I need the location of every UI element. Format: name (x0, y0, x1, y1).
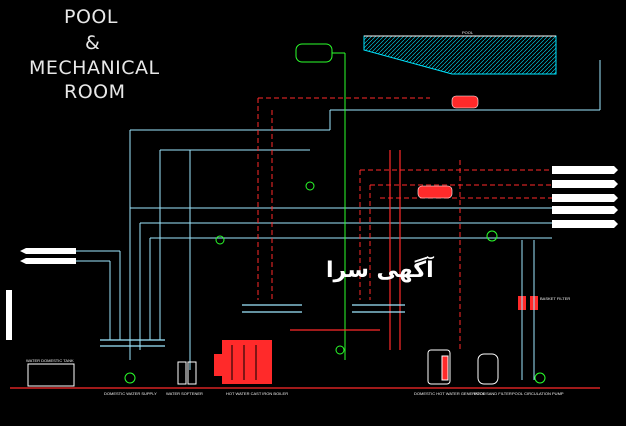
cyan-headers (129, 60, 601, 370)
left-manifold (100, 339, 165, 347)
label-domestic-water: DOMESTIC WATER SUPPLY (104, 391, 157, 396)
heat-exchanger-top (451, 95, 479, 109)
watermark: آگهی سرا (326, 258, 434, 283)
heat-exchanger-mid (417, 185, 453, 199)
title-room: ROOM (64, 81, 126, 103)
expansion-tank (295, 43, 346, 360)
domestic-water-tank (27, 363, 75, 387)
basket-filter (518, 240, 538, 380)
title-ampersand: & (85, 32, 101, 54)
title-pool: POOL (64, 6, 118, 28)
pool-tank: POOL (363, 30, 557, 75)
label-circulation-pump: POOL CIRCULATION PUMP (512, 391, 564, 396)
label-water-softener: WATER SOFTENER (166, 391, 203, 396)
label-domestic-water-tank: WATER DOMESTIC TANK (26, 358, 74, 363)
label-basket-filter: BASKET FILTER (540, 296, 570, 301)
inlet-arrows (6, 248, 76, 340)
label-boiler: HOT WATER CAST IRON BOILER (226, 391, 288, 396)
label-dhw-generator: DOMESTIC HOT WATER GENERATOR (414, 391, 486, 396)
dhw-generator (427, 349, 451, 385)
title-mechanical: MECHANICAL (29, 57, 160, 79)
red-lines (257, 97, 552, 350)
outlet-arrows (552, 166, 618, 228)
sand-filter (477, 353, 499, 385)
pumps (124, 181, 546, 384)
pool-label: POOL (462, 30, 474, 35)
water-softener (177, 361, 197, 385)
hot-water-boiler (214, 340, 272, 384)
red-solid (290, 150, 401, 350)
label-sand-filter: POOL SAND FILTER (474, 391, 512, 396)
mid-manifold (242, 304, 405, 313)
